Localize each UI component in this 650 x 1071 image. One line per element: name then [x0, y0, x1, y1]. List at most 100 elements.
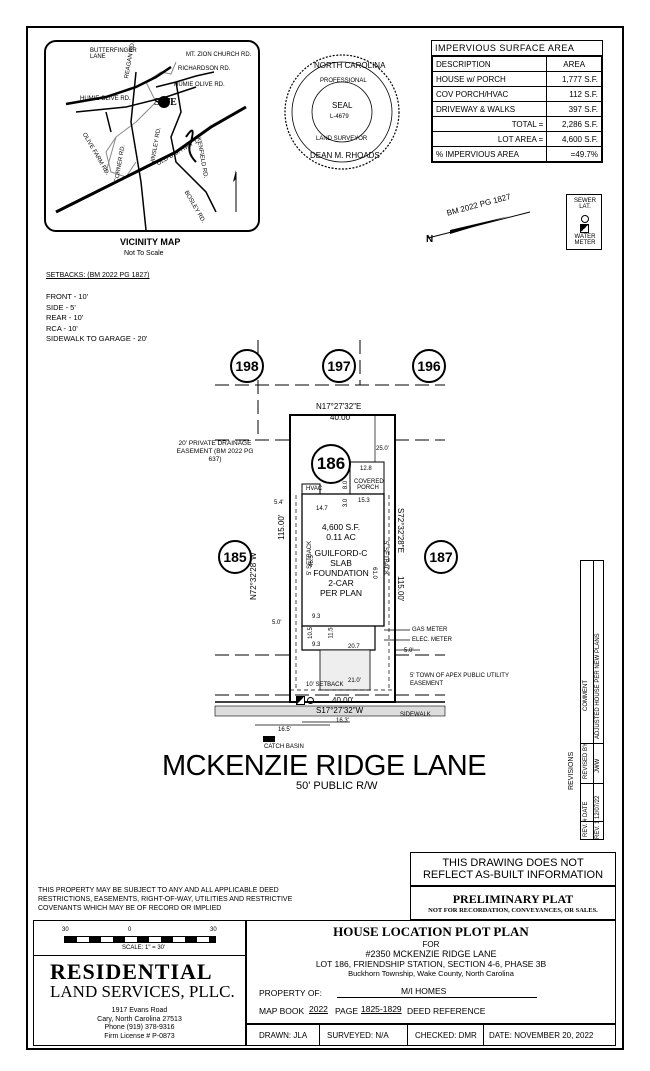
- signoff-row: DRAWN: JLA SURVEYED: N/A CHECKED: DMR DA…: [246, 1024, 616, 1046]
- deed-reference: DEED REFERENCE: [407, 1006, 486, 1016]
- imp-row-area: 397 S.F.: [546, 101, 602, 117]
- corner-marker-icon: [296, 696, 305, 705]
- rev-comment: ADJUSTED HOUSE PER NEW PLANS: [595, 633, 601, 739]
- scale-tick: 30: [210, 927, 217, 933]
- imp-row-desc: DRIVEWAY & WALKS: [431, 101, 548, 117]
- dim-15-3: 15.3: [358, 498, 370, 504]
- preliminary-plat-notice: PRELIMINARY PLAT NOT FOR RECORDATION, CO…: [410, 886, 616, 920]
- street-name: MCKENZIE RIDGE LANE: [162, 750, 487, 782]
- map-label: BUTTERFINGER LANE: [90, 48, 137, 60]
- company-name-1: RESIDENTIAL: [50, 959, 213, 984]
- north-arrow: N BM 2022 PG 1827: [420, 190, 540, 250]
- imp-row-area: =49.7%: [546, 146, 602, 162]
- house-garage: 2-CAR: [328, 578, 354, 588]
- lot-area: 4,600 S.F.: [321, 522, 361, 532]
- hvac-label: HVAC: [306, 486, 323, 492]
- map-book-label: MAP BOOK: [259, 1006, 305, 1016]
- dim-46-5: 46.5: [308, 555, 315, 567]
- house-per-plan: PER PLAN: [319, 588, 363, 598]
- revisions-title: REVISIONS: [568, 751, 575, 790]
- setback-item: REAR - 10': [46, 313, 84, 322]
- imp-row-desc: TOTAL =: [431, 116, 548, 132]
- dim-9-3a: 9.3: [312, 614, 321, 620]
- dim-61-0: 61.0: [370, 567, 377, 579]
- imp-row-area: 4,600 S.F.: [546, 131, 602, 147]
- map-book-value: 2022: [309, 1004, 328, 1014]
- imp-row-area: 1,777 S.F.: [546, 71, 602, 87]
- company-address: 1917 Evans Road Cary, North Carolina 275…: [34, 1007, 245, 1041]
- seal-graphic: [284, 54, 400, 170]
- vicinity-map: [55, 61, 247, 230]
- setback-item: RCA - 10': [46, 323, 78, 333]
- setbacks-title: SETBACKS: (BM 2022 PG 1827): [46, 272, 150, 279]
- imp-header-area: AREA: [546, 56, 602, 72]
- dim-5-4: 5.4': [274, 500, 284, 506]
- utility-legend: SEWER LAT. WATER METER: [566, 194, 602, 250]
- page-label: PAGE: [335, 1006, 358, 1016]
- dim-21-0: 21.0': [348, 678, 361, 684]
- imp-row-desc: % IMPERVIOUS AREA: [431, 146, 548, 162]
- vicinity-map-frame: BUTTERFINGER LANE MT. ZION CHURCH RD. RI…: [44, 40, 260, 232]
- south-distance: 40.00': [332, 696, 354, 705]
- prelim-subtitle: NOT FOR RECORDATION, CONVEYANCES, OR SAL…: [428, 907, 598, 914]
- map-label: MT. ZION CHURCH RD.: [186, 52, 252, 58]
- lot-acres: 0.11 AC: [326, 532, 356, 542]
- map-label: HUMIE OLIVE RD.: [174, 82, 225, 88]
- map-label: RICHARDSON RD.: [178, 66, 231, 72]
- east-distance: 115.00': [396, 576, 405, 602]
- east-bearing: S72°32'28"E: [396, 508, 405, 553]
- impervious-title: IMPERVIOUS SURFACE AREA: [432, 41, 602, 56]
- seal-number: L-4679: [330, 114, 349, 120]
- scale-tick: 0: [128, 927, 132, 933]
- lot-186-marker: 186: [311, 444, 351, 484]
- imp-row-desc: HOUSE w/ PORCH: [431, 71, 548, 87]
- lot-198-marker: 198: [230, 349, 264, 383]
- lot-196-marker: 196: [412, 349, 446, 383]
- lot-info: 4,600 S.F. 0.11 AC GUILFORD-C SLAB FOUND…: [305, 522, 377, 598]
- seal-professional: PROFESSIONAL: [320, 78, 367, 84]
- north-bearing: N17°27'32"E: [316, 402, 362, 411]
- company-license: Firm License # P-0873: [104, 1032, 175, 1040]
- company-phone: Phone (919) 378-9316: [104, 1024, 175, 1031]
- dim-8-0: 8.0: [343, 480, 350, 490]
- sewer-symbol-icon: [581, 215, 589, 223]
- lot-197-marker: 197: [322, 349, 356, 383]
- title-block-right: HOUSE LOCATION PLOT PLAN FOR #2350 MCKEN…: [246, 920, 616, 1024]
- dim-5-0a: 5.0': [272, 620, 282, 626]
- property-of-label: PROPERTY OF:: [259, 988, 322, 998]
- setbacks-list: FRONT - 10' SIDE - 5' REAR - 10' RCA - 1…: [46, 292, 147, 345]
- dim-14-7: 14.7: [316, 506, 328, 512]
- svg-text:N: N: [426, 234, 433, 245]
- checked-by: CHECKED: DMR: [415, 1031, 477, 1040]
- notice-line-2: REFLECT AS-BUILT INFORMATION: [422, 869, 604, 881]
- rev-date: 12/07/22: [595, 795, 601, 819]
- title-block-left: 30 0 30 SCALE: 1" = 30' RESIDENTIAL LAND…: [33, 920, 246, 1046]
- notice-line-1: THIS DRAWING DOES NOT: [442, 857, 584, 869]
- scale-label: SCALE: 1" = 30': [122, 945, 166, 951]
- legend-water: WATER METER: [574, 234, 596, 246]
- elec-meter-label: ELEC. METER: [412, 637, 453, 643]
- setback-item: SIDE - 5': [46, 302, 76, 312]
- dim-20-7: 20.7: [348, 644, 360, 650]
- seal-land-surveyor: LAND SURVEYOR: [316, 136, 368, 142]
- seal-state: NORTH CAROLINA: [314, 61, 386, 70]
- sidewalk-label: SIDEWALK: [400, 712, 431, 718]
- rev-num: REV. 1: [595, 820, 601, 839]
- setback-item: SIDEWALK TO GARAGE - 20': [46, 334, 148, 343]
- plot-plan-address: #2350 MCKENZIE RIDGE LANE: [365, 949, 497, 959]
- house-foundation: FOUNDATION: [313, 568, 369, 578]
- gas-meter-label: GAS METER: [412, 627, 448, 633]
- surveyor-seal: NORTH CAROLINA PROFESSIONAL SEAL L-4679 …: [282, 52, 402, 172]
- covered-porch-label: COVERED PORCH: [354, 479, 384, 491]
- drawing-date: DATE: NOVEMBER 20, 2022: [489, 1031, 594, 1040]
- site-label: SITE: [154, 97, 177, 108]
- west-distance: 115.00': [277, 514, 286, 540]
- deed-disclaimer: THIS PROPERTY MAY BE SUBJECT TO ANY AND …: [38, 887, 293, 912]
- revisions-table: REV. # DATE REVISED BY COMMENT REV. 1 12…: [580, 560, 604, 840]
- north-arrow-icon: N: [426, 211, 531, 245]
- rev-header-num: REV. #: [583, 818, 589, 837]
- dim-10-5: 10.5: [307, 627, 314, 639]
- scale-bar: [64, 936, 216, 943]
- vicinity-map-subtitle: Not To Scale: [124, 250, 164, 257]
- imp-row-area: 112 S.F.: [546, 86, 602, 102]
